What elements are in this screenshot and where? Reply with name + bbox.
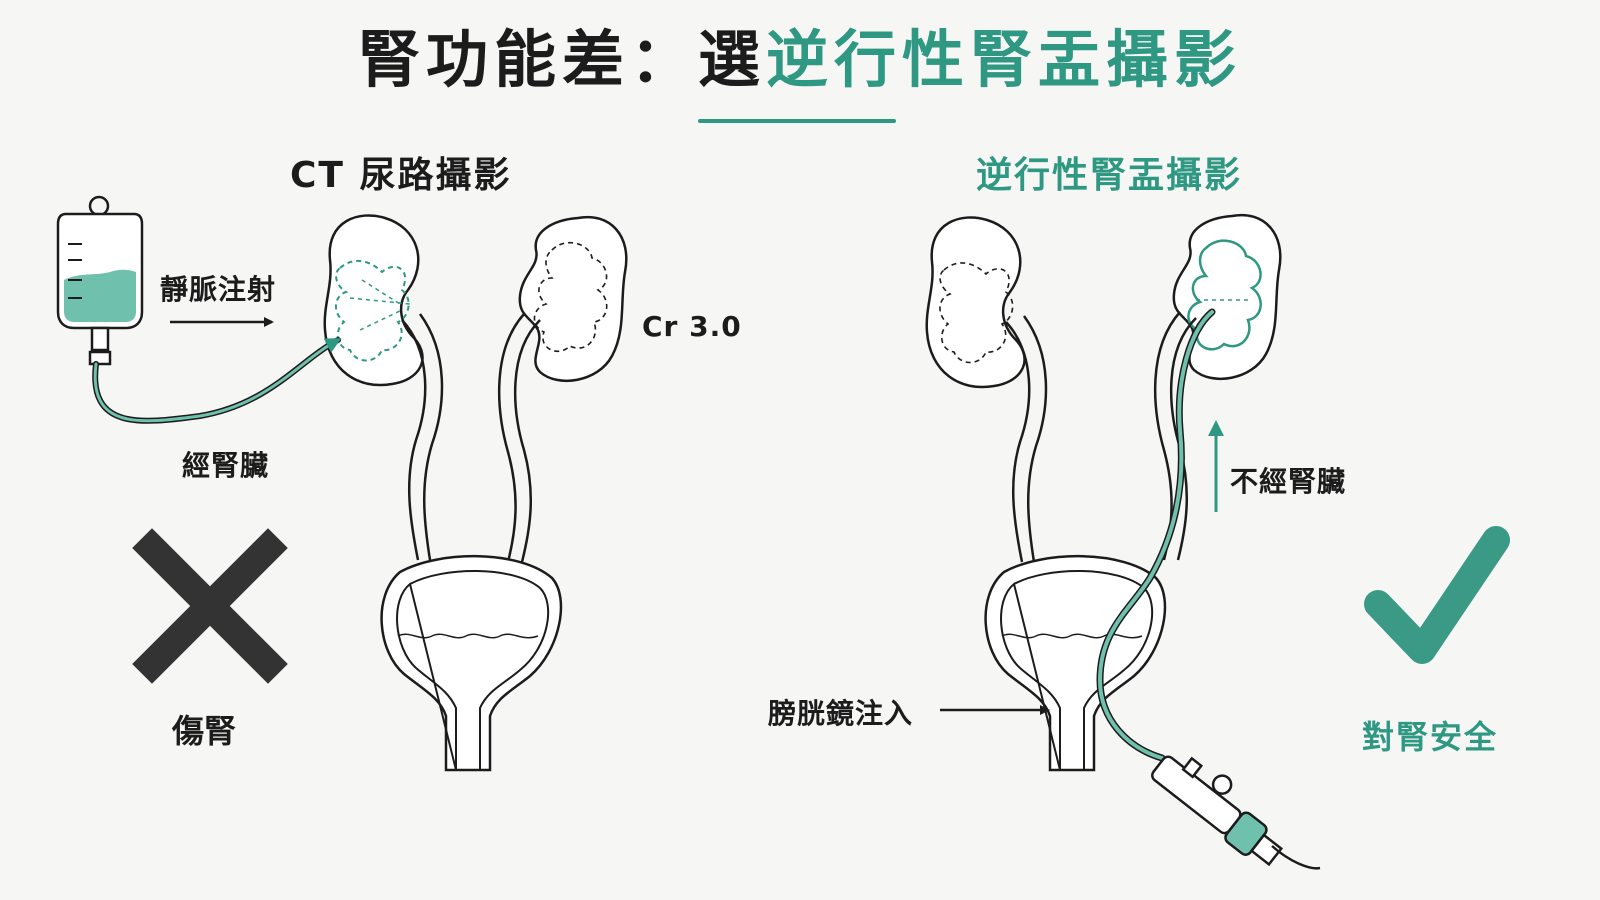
title-highlight: 逆行性腎盂攝影 <box>766 23 1243 96</box>
left-kidney-right-side-of-body <box>323 214 424 387</box>
verdict-label-safe: 對腎安全 <box>1362 718 1499 756</box>
verdict-label-harm: 傷腎 <box>172 712 237 750</box>
cross-icon <box>132 528 288 684</box>
right-kidney-left-side-of-body <box>1172 213 1282 381</box>
right-kidney-right-side-of-body <box>925 216 1026 389</box>
left-kidney-left-side-of-body <box>518 215 628 383</box>
title-prefix: 腎功能差：選 <box>357 23 766 96</box>
injection-label: 膀胱鏡注入 <box>768 697 914 730</box>
creatinine-label: Cr 3.0 <box>642 310 742 343</box>
bypass-label: 不經腎臟 <box>1230 465 1347 498</box>
left-heading: CT 尿路攝影 <box>290 155 512 196</box>
right-heading: 逆行性腎盂攝影 <box>976 155 1243 196</box>
iv-bag-icon <box>56 195 144 366</box>
check-icon <box>1364 526 1510 664</box>
title-underline <box>698 119 896 123</box>
left-urinary-system <box>323 214 628 772</box>
right-urinary-system <box>925 213 1282 772</box>
right-bladder <box>984 554 1167 772</box>
iv-label: 靜脈注射 <box>160 273 277 306</box>
left-ureter-a <box>401 319 427 561</box>
left-ureter-b <box>513 319 541 563</box>
page-title: 腎功能差：選逆行性腎盂攝影 <box>0 14 1600 106</box>
cystoscope-icon <box>1151 755 1321 870</box>
left-bladder <box>380 554 563 772</box>
iv-tube <box>92 337 341 424</box>
kidney-path-label: 經腎臟 <box>182 449 270 482</box>
